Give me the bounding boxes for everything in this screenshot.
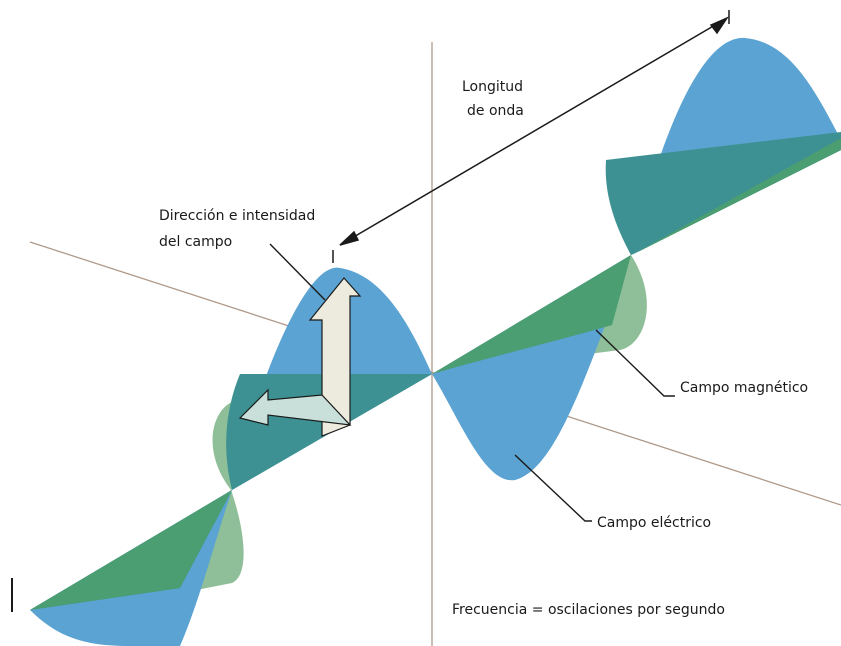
magnetic-wave-front	[30, 138, 841, 610]
magnetic-direction-arrow	[238, 388, 352, 426]
field-direction-arrows	[238, 277, 362, 437]
electric-leader-line	[514, 454, 592, 522]
field-leader-line	[269, 243, 326, 301]
wavelength-label-line1: Longitud	[462, 79, 523, 95]
electric-field-label: Campo eléctrico	[597, 515, 711, 531]
wavelength-arrow	[332, 10, 730, 263]
field-label-line2: del campo	[159, 234, 232, 250]
magnetic-field-label: Campo magnético	[680, 380, 808, 396]
wavelength-label-line2: de onda	[467, 103, 524, 119]
magnetic-leader-line	[595, 329, 675, 397]
field-label-line1: Dirección e intensidad	[159, 208, 315, 224]
frequency-label: Frecuencia = oscilaciones por segundo	[452, 602, 725, 618]
leader-lines	[269, 243, 675, 522]
